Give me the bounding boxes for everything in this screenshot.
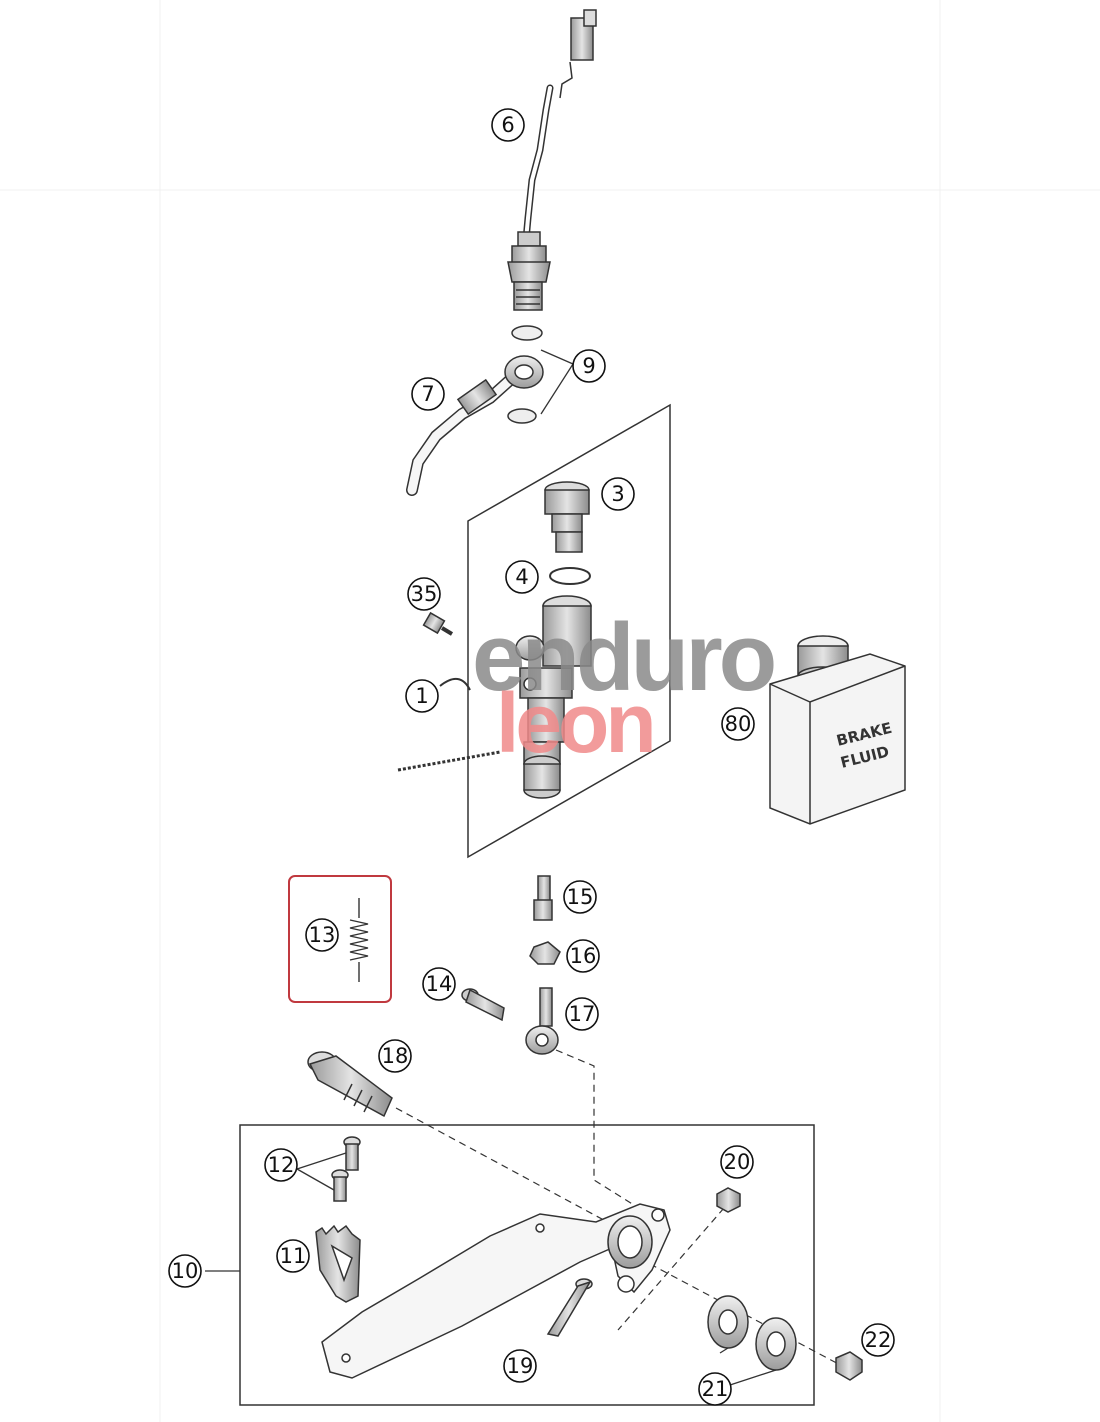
callout-label-80: 80: [725, 712, 752, 736]
callouts: [168, 108, 895, 1406]
o-ring: [549, 567, 591, 585]
callout-label-1: 1: [415, 684, 428, 708]
callout-35: [407, 577, 441, 611]
callout-label-7: 7: [421, 382, 434, 406]
callout-label-16: 16: [570, 944, 597, 968]
callout-1: [405, 679, 439, 713]
callout-label-15: 15: [567, 885, 594, 909]
callout-label-22: 22: [865, 1328, 892, 1352]
bearing-and-nuts: [546, 1187, 863, 1381]
callout-11: [276, 1239, 310, 1273]
callout-labels: 6 9 7 3 4 35 1 80 15 13 16 14 17 18 20 1…: [172, 113, 892, 1401]
screws-12: [331, 1136, 361, 1202]
callout-label-17: 17: [569, 1002, 596, 1026]
reservoir-nozzle: [544, 481, 590, 553]
callout-label-6: 6: [501, 113, 514, 137]
brake-pedal: [321, 1203, 671, 1379]
callout-13: [305, 918, 339, 952]
callout-19: [503, 1349, 537, 1383]
callout-12: [264, 1148, 298, 1182]
master-cylinder-frame: [467, 403, 671, 859]
callout-label-4: 4: [515, 565, 528, 589]
screw-35: [422, 611, 454, 636]
callout-7: [411, 377, 445, 411]
callout-6: [491, 108, 525, 142]
brake-hose: [406, 355, 544, 496]
callout-16: [566, 939, 600, 973]
callout-label-3: 3: [611, 482, 624, 506]
sealing-washer-lower: [507, 408, 537, 424]
callout-label-18: 18: [382, 1044, 409, 1068]
callout-label-9: 9: [582, 354, 595, 378]
callout-14: [422, 967, 456, 1001]
brake-fluid-bottle: [769, 635, 906, 825]
callout-3: [601, 477, 635, 511]
callout-label-11: 11: [280, 1244, 307, 1268]
sealing-washer-upper: [511, 325, 543, 341]
watermark-enduro: enduro: [472, 604, 774, 711]
callout-label-20: 20: [724, 1150, 751, 1174]
callout-label-12: 12: [268, 1153, 295, 1177]
master-cylinder: [397, 595, 592, 799]
callout-15: [563, 880, 597, 914]
callout-9: [572, 349, 606, 383]
return-spring: [349, 898, 369, 982]
spring-highlight-box: [288, 875, 392, 1003]
callout-label-19: 19: [507, 1354, 534, 1378]
callout-17: [565, 997, 599, 1031]
callout-10: [168, 1254, 202, 1288]
callout-21: [698, 1372, 732, 1406]
pivot-bolt: [307, 1051, 393, 1118]
pedal-step: [315, 1224, 361, 1303]
bolt-14: [461, 988, 505, 1022]
callout-label-14: 14: [426, 972, 453, 996]
brake-light-switch: [507, 9, 597, 311]
callout-18: [378, 1039, 412, 1073]
callout-80: [721, 707, 755, 741]
callout-label-10: 10: [172, 1259, 199, 1283]
callout-label-13: 13: [309, 923, 336, 947]
watermark-leon: leon: [496, 676, 653, 770]
brake-pedal-frame: [239, 1124, 815, 1406]
leader-lines: [205, 349, 777, 1386]
callout-22: [861, 1323, 895, 1357]
callout-label-21: 21: [702, 1377, 729, 1401]
callout-label-35: 35: [411, 582, 438, 606]
callout-4: [505, 560, 539, 594]
push-rod-assembly: [525, 875, 561, 1055]
callout-20: [720, 1145, 754, 1179]
